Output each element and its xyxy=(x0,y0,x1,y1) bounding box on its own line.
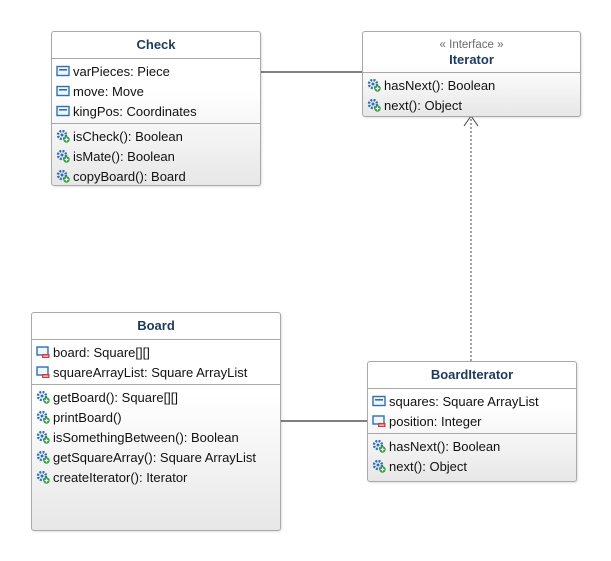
attribute-row[interactable]: squareArrayList: Square ArrayList xyxy=(36,362,280,382)
public-operation-gear-icon xyxy=(367,78,381,92)
operation-text: hasNext(): Boolean xyxy=(389,438,501,454)
realization-arrowhead xyxy=(463,115,479,127)
package-attribute-icon xyxy=(56,105,70,117)
class-name: Iterator xyxy=(449,52,494,67)
class-header: « Interface » Iterator xyxy=(363,32,580,73)
class-name: Check xyxy=(136,37,176,52)
attribute-row[interactable]: board: Square[][] xyxy=(36,342,280,362)
package-attribute-icon xyxy=(56,85,70,97)
operation-row[interactable]: hasNext(): Boolean xyxy=(367,75,580,95)
operation-row[interactable]: printBoard() xyxy=(36,407,280,427)
attribute-row[interactable]: varPieces: Piece xyxy=(56,61,260,81)
operations-compartment: getBoard(): Square[][] printBoard() isSo… xyxy=(32,385,280,489)
attribute-text: board: Square[][] xyxy=(53,344,150,360)
interface-iterator[interactable]: « Interface » Iterator hasNext(): Boolea… xyxy=(362,31,581,117)
operation-text: isCheck(): Boolean xyxy=(73,128,183,144)
operation-text: printBoard() xyxy=(53,409,122,425)
attributes-compartment: squares: Square ArrayList position: Inte… xyxy=(368,389,576,434)
public-operation-gear-icon xyxy=(36,430,50,444)
class-header: BoardIterator xyxy=(368,362,576,389)
public-operation-gear-icon xyxy=(56,169,70,183)
operations-compartment: hasNext(): Boolean next(): Object xyxy=(363,73,580,117)
public-operation-gear-icon xyxy=(56,149,70,163)
operation-text: getSquareArray(): Square ArrayList xyxy=(53,449,257,465)
operation-row[interactable]: hasNext(): Boolean xyxy=(372,436,576,456)
attribute-text: position: Integer xyxy=(389,413,482,429)
operation-row[interactable]: isCheck(): Boolean xyxy=(56,126,260,146)
public-operation-gear-icon xyxy=(36,390,50,404)
operation-text: hasNext(): Boolean xyxy=(384,77,496,93)
private-attribute-icon xyxy=(36,366,50,378)
operation-row[interactable]: createIterator(): Iterator xyxy=(36,467,280,487)
class-name: Board xyxy=(137,318,175,333)
operation-row[interactable]: getSquareArray(): Square ArrayList xyxy=(36,447,280,467)
attributes-compartment: varPieces: Piece move: Move kingPos: Coo… xyxy=(52,59,260,124)
public-operation-gear-icon xyxy=(36,410,50,424)
class-header: Check xyxy=(52,32,260,59)
operation-text: isSomethingBetween(): Boolean xyxy=(53,429,239,445)
public-operation-gear-icon xyxy=(36,470,50,484)
private-attribute-icon xyxy=(36,346,50,358)
public-operation-gear-icon xyxy=(56,129,70,143)
operation-row[interactable]: isSomethingBetween(): Boolean xyxy=(36,427,280,447)
operation-text: next(): Object xyxy=(389,458,468,474)
public-operation-gear-icon xyxy=(372,459,386,473)
stereotype-label: « Interface » xyxy=(439,39,504,51)
public-operation-gear-icon xyxy=(372,439,386,453)
package-attribute-icon xyxy=(56,65,70,77)
attribute-text: varPieces: Piece xyxy=(73,63,170,79)
operations-compartment: isCheck(): Boolean isMate(): Boolean cop… xyxy=(52,124,260,188)
operation-text: createIterator(): Iterator xyxy=(53,469,188,485)
package-attribute-icon xyxy=(372,395,386,407)
attribute-text: kingPos: Coordinates xyxy=(73,103,197,119)
operation-text: next(): Object xyxy=(384,97,463,113)
class-check[interactable]: Check varPieces: Piece move: Move kingPo… xyxy=(51,31,261,186)
class-board[interactable]: Board board: Square[][] squareArrayList:… xyxy=(31,312,281,531)
operations-compartment: hasNext(): Boolean next(): Object xyxy=(368,434,576,478)
class-header: Board xyxy=(32,313,280,340)
attribute-row[interactable]: kingPos: Coordinates xyxy=(56,101,260,121)
attributes-compartment: board: Square[][] squareArrayList: Squar… xyxy=(32,340,280,385)
attribute-text: squareArrayList: Square ArrayList xyxy=(53,364,248,380)
operation-row[interactable]: next(): Object xyxy=(372,456,576,476)
attribute-row[interactable]: position: Integer xyxy=(372,411,576,431)
private-attribute-icon xyxy=(372,415,386,427)
class-boarditerator[interactable]: BoardIterator squares: Square ArrayList … xyxy=(367,361,577,482)
attribute-row[interactable]: squares: Square ArrayList xyxy=(372,391,576,411)
operation-row[interactable]: isMate(): Boolean xyxy=(56,146,260,166)
public-operation-gear-icon xyxy=(367,98,381,112)
attribute-row[interactable]: move: Move xyxy=(56,81,260,101)
attribute-text: move: Move xyxy=(73,83,144,99)
public-operation-gear-icon xyxy=(36,450,50,464)
attribute-text: squares: Square ArrayList xyxy=(389,393,539,409)
operation-text: getBoard(): Square[][] xyxy=(53,389,179,405)
operation-row[interactable]: getBoard(): Square[][] xyxy=(36,387,280,407)
operation-row[interactable]: next(): Object xyxy=(367,95,580,115)
class-name: BoardIterator xyxy=(430,367,514,382)
operation-text: copyBoard(): Board xyxy=(73,168,186,184)
operation-row[interactable]: copyBoard(): Board xyxy=(56,166,260,186)
operation-text: isMate(): Boolean xyxy=(73,148,175,164)
